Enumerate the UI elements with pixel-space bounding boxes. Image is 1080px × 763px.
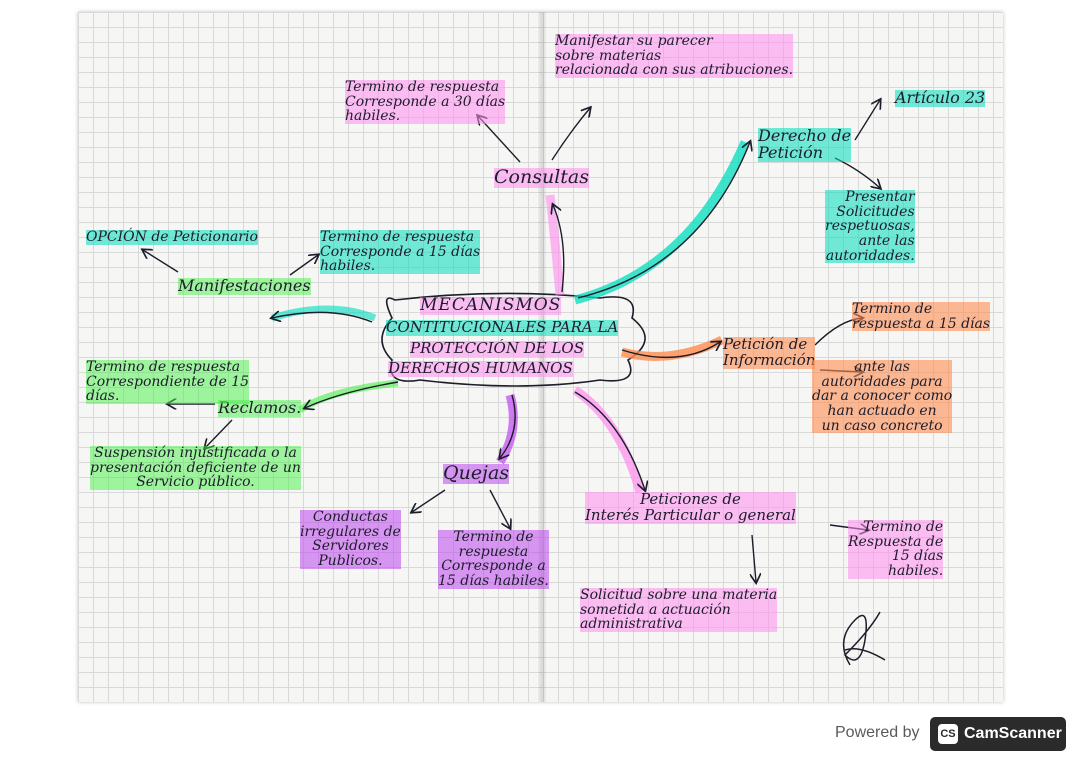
- peticiones-label: Peticiones de Interés Particular o gener…: [585, 490, 796, 524]
- peticiones-note-right: Termino de Respuesta de 15 días habiles.: [848, 519, 944, 580]
- manifestaciones-note-left: OPCIÓN de Peticionario: [86, 229, 258, 245]
- quejas-note-right: Termino de respuesta Corresponde a 15 dí…: [438, 529, 549, 590]
- center-title-line2: CONTITUCIONALES PARA LA: [386, 318, 619, 336]
- consultas-note-right: Manifestar su parecer sobre materias rel…: [555, 33, 794, 79]
- arrow-to-informacion: [621, 342, 720, 358]
- manifestaciones-note-right: Termino de respuesta Corresponde a 15 dí…: [320, 229, 481, 275]
- connector-manifestaciones-highlight: [270, 305, 377, 322]
- peticiones-note-bottom: Solicitud sobre una materia sometida a a…: [580, 587, 778, 633]
- arrow-consultas-right: [551, 108, 590, 161]
- arrow-to-peticiones: [574, 391, 645, 490]
- arrow-reclamos-bottom: [205, 419, 233, 448]
- arrow-peticiones-bottom: [752, 534, 756, 582]
- center-title-line1: MECANISMOS: [420, 295, 562, 315]
- arrow-quejas-right: [489, 489, 510, 528]
- derecho-label: Derecho de Petición: [758, 126, 852, 162]
- arrow-to-reclamos: [305, 381, 399, 408]
- informacion-note-bottom: ante las autoridades para dar a conocer …: [812, 359, 953, 434]
- signature-scribble: [842, 611, 886, 666]
- quejas-note-left: Conductas irregulares de Servidores Publ…: [300, 509, 401, 570]
- connector-reclamos-highlight: [298, 379, 399, 413]
- reclamos-note-bottom: Suspensión injustificada o la presentaci…: [90, 445, 301, 491]
- arrow-derecho-presentar: [834, 157, 880, 188]
- connector-quejas-highlight: [496, 393, 518, 465]
- camscanner-name: CamScanner: [964, 725, 1062, 742]
- arrow-derecho-articulo: [854, 100, 880, 141]
- arrow-to-derecho: [577, 142, 750, 299]
- informacion-note-top: Termino de respuesta a 15 días: [852, 301, 991, 332]
- informacion-label: Petición de Información: [723, 335, 816, 369]
- manifestaciones-label: Manifestaciones: [178, 276, 311, 295]
- arrow-manifestaciones-right: [289, 255, 318, 276]
- arrow-to-manifestaciones: [272, 312, 373, 323]
- powered-by-label: Powered by: [835, 724, 920, 741]
- camscanner-logo-icon: CS: [938, 724, 958, 744]
- connector-peticiones-highlight: [572, 386, 645, 494]
- notebook-page: [78, 12, 1003, 702]
- camscanner-badge[interactable]: CS CamScanner: [930, 717, 1066, 751]
- reclamos-note-top: Termino de respuesta Correspondiente de …: [86, 359, 250, 405]
- page-fold: [538, 12, 546, 702]
- consultas-label: Consultas: [494, 166, 589, 188]
- arrow-quejas-left: [412, 489, 446, 512]
- arrow-to-quejas: [500, 394, 516, 458]
- connector-derecho-highlight: [573, 140, 750, 305]
- derecho-article: Artículo 23: [895, 88, 986, 107]
- consultas-note-left: Termino de respuesta Corresponde a 30 dí…: [345, 79, 506, 125]
- derecho-note: Presentar Solicitudes respetuosas, ante …: [825, 189, 915, 264]
- center-title-line4: DERECHOS HUMANOS: [388, 359, 573, 377]
- arrow-manifestaciones-left: [143, 250, 179, 273]
- center-title-line3: PROTECCIÓN DE LOS: [410, 339, 584, 357]
- quejas-label: Quejas: [443, 462, 510, 484]
- arrow-to-consultas: [553, 205, 565, 293]
